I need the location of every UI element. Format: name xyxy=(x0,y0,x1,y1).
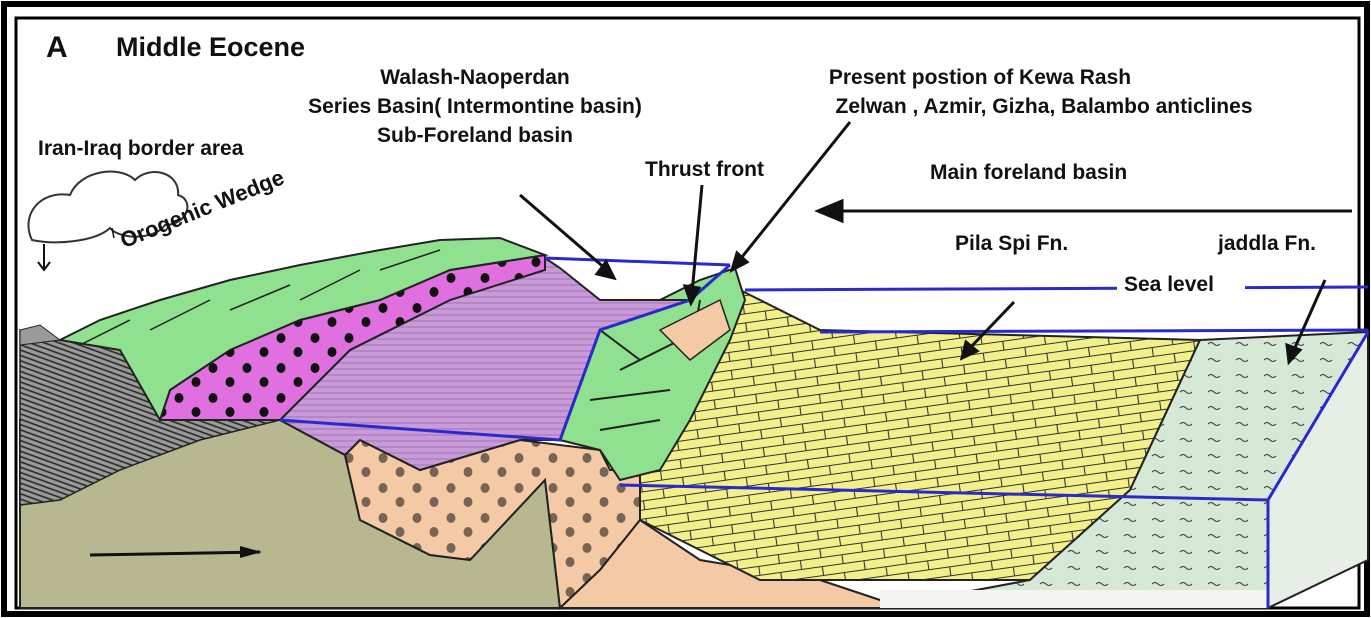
basin-label-line3: Sub-Foreland basin xyxy=(312,124,638,148)
foreland-label: Main foreland basin xyxy=(930,161,1127,185)
jaddla-label: jaddla Fn. xyxy=(1218,232,1316,256)
basin-label-line1: Walash-Naoperdan xyxy=(312,66,638,90)
thrust-label: Thrust front xyxy=(645,158,764,182)
panel-letter: A xyxy=(46,31,68,66)
pila-label: Pila Spi Fn. xyxy=(955,232,1068,256)
position-label-line1: Present postion of Kewa Rash xyxy=(740,66,1220,90)
basin-label-line2: Series Basin( Intermontine basin) xyxy=(270,95,680,119)
border-label: Iran-Iraq border area xyxy=(38,137,243,161)
position-label-line2: Zelwan , Azmir, Gizha, Balambo anticline… xyxy=(740,95,1348,119)
sealevel-label: Sea level xyxy=(1124,273,1214,297)
panel-title: Middle Eocene xyxy=(116,32,305,63)
